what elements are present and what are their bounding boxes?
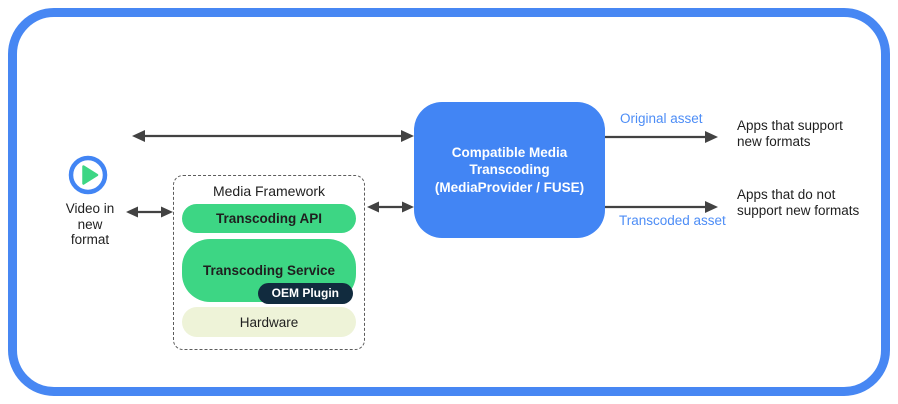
media-framework-title: Media Framework — [212, 183, 326, 199]
original-asset-label: Original asset — [620, 111, 703, 126]
video-source-label: Video in new format — [65, 201, 115, 247]
transcoding-service-label: Transcoding Service — [202, 263, 336, 278]
media-framework-box: Media Framework Transcoding API Transcod… — [173, 175, 365, 350]
transcoded-asset-label: Transcoded asset — [619, 213, 726, 228]
apps-support-label: Apps that support new formats — [737, 118, 843, 149]
play-icon — [68, 155, 108, 195]
diagram-border — [8, 8, 890, 396]
transcoding-service-pill: Transcoding Service OEM Plugin — [182, 239, 356, 304]
transcoding-api-pill: Transcoding API — [182, 204, 356, 233]
hardware-pill: Hardware — [182, 307, 356, 337]
apps-no-support-label: Apps that do not support new formats — [737, 187, 860, 218]
oem-plugin-badge: OEM Plugin — [257, 283, 353, 304]
compatible-media-transcoding-box: Compatible Media Transcoding (MediaProvi… — [414, 102, 605, 238]
